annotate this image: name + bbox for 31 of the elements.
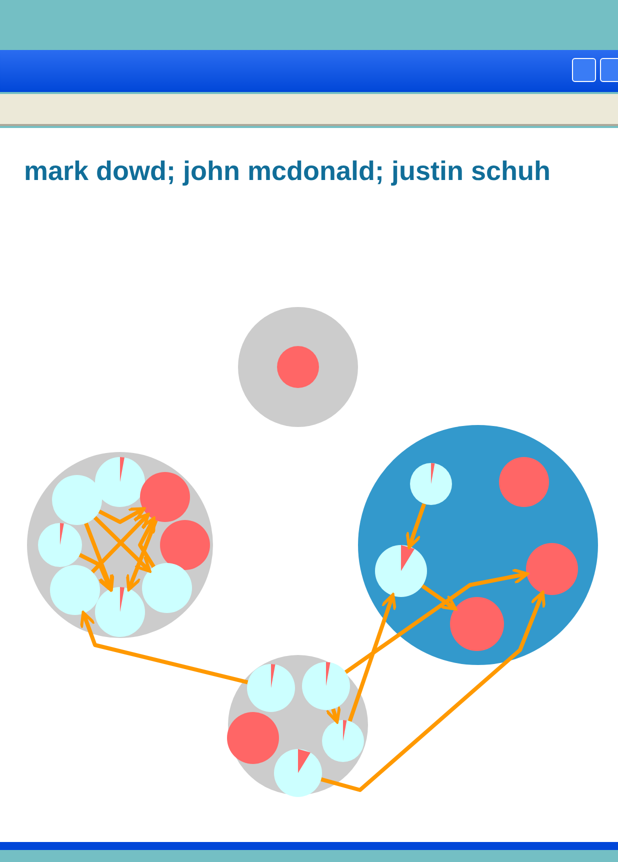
node-circle [499, 457, 549, 507]
arrow [84, 522, 114, 592]
node-circle [450, 597, 504, 651]
arrow [98, 507, 146, 524]
node-circle [526, 543, 578, 595]
node-circle [277, 346, 319, 388]
arrow [138, 516, 156, 568]
node-circle [160, 520, 210, 570]
node-circle [322, 720, 364, 762]
arrow [344, 568, 529, 674]
page-title: mark dowd; john mcdonald; justin schuh [24, 156, 551, 187]
arrow [406, 503, 426, 549]
node-circle [38, 523, 82, 567]
node-circle [52, 475, 102, 525]
arrow [126, 520, 158, 592]
arrow [80, 611, 248, 684]
node-circle [274, 749, 322, 797]
arrow [421, 584, 458, 611]
arrow [78, 553, 114, 592]
node-circle [375, 545, 427, 597]
node-circle [50, 565, 100, 615]
node-circle [140, 472, 190, 522]
arrow [348, 593, 397, 722]
arrow [324, 704, 342, 724]
node-circle [247, 664, 295, 712]
node-circle [302, 662, 350, 710]
arrow [320, 590, 546, 792]
node-circle [410, 463, 452, 505]
node-circle [142, 563, 192, 613]
node-circle [95, 587, 145, 637]
node-circle [227, 712, 279, 764]
